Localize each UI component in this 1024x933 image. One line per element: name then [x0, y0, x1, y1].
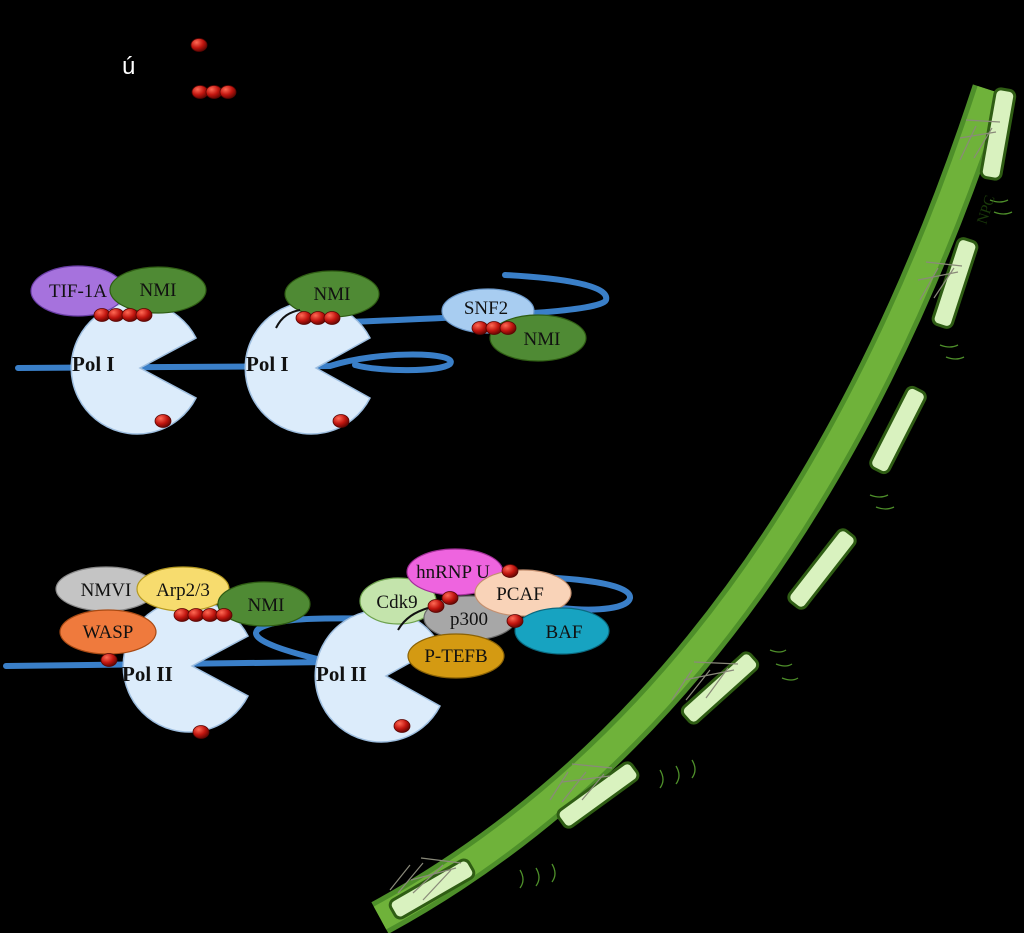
nmi-label-3: NMI — [524, 329, 561, 350]
pol-i-right-label: Pol I — [246, 352, 289, 376]
pcaf-label: PCAF — [496, 584, 544, 605]
pol-i-right-f-actin-icon — [295, 311, 341, 325]
pol-i-section: Pol I TIF-1A NMI Pol I NMI SNF2 NMI — [15, 265, 610, 435]
snf2-label: SNF2 — [464, 298, 508, 319]
baf-protein — [514, 607, 610, 655]
pcaf-protein — [474, 569, 572, 617]
arp23-label: Arp2/3 — [156, 580, 210, 601]
membrane-filaments — [389, 119, 1001, 901]
ptefb-protein — [407, 633, 505, 679]
legend-glyph: ú — [122, 53, 135, 80]
pol-ii-left-label: Pol II — [122, 662, 173, 686]
snf2-f-actin-icon — [471, 321, 517, 335]
pol-ii-right-label: Pol II — [316, 662, 367, 686]
baf-label: BAF — [546, 622, 583, 643]
nuclear-pores — [388, 87, 1017, 920]
pol-i-left-actin-icon — [154, 414, 172, 428]
wasp-label: WASP — [83, 622, 134, 643]
pol-ii-section: Pol II NMVI Arp2/3 WASP NMI Pol II Cdk9 … — [3, 548, 633, 743]
legend: ú — [122, 38, 237, 99]
pol-ii-right-actin-icon — [393, 719, 411, 733]
pol-ii-left-actin-icon — [192, 725, 210, 739]
nmi-protein-4 — [217, 581, 311, 627]
npc-label: NPC — [975, 194, 999, 227]
tif-1a-label: TIF-1A — [49, 281, 107, 302]
nmi-label-4: NMI — [248, 595, 285, 616]
nmi-label-1: NMI — [140, 280, 177, 301]
nmi-protein-1 — [109, 266, 207, 314]
cdk9-label: Cdk9 — [376, 592, 417, 613]
membrane-fibrils — [519, 199, 1013, 889]
legend-f-actin-icon — [191, 85, 237, 99]
ptefb-label: P-TEFB — [424, 646, 487, 667]
nmvi-label: NMVI — [81, 580, 132, 601]
hnrnpu-label: hnRNP U — [416, 562, 490, 583]
nmi-label-2: NMI — [314, 284, 351, 305]
legend-g-actin-icon — [190, 38, 208, 52]
p300-label: p300 — [450, 609, 488, 630]
rna-strand-pol-i — [275, 309, 301, 329]
pol-i-left-label: Pol I — [72, 352, 115, 376]
rna-strand-pol-ii — [397, 607, 429, 631]
pol-i-right-actin-icon — [332, 414, 350, 428]
dna-strand-pol-i — [15, 272, 610, 374]
wasp-actin-icon — [100, 653, 118, 667]
nuclear-membrane: NPC — [371, 84, 1017, 933]
